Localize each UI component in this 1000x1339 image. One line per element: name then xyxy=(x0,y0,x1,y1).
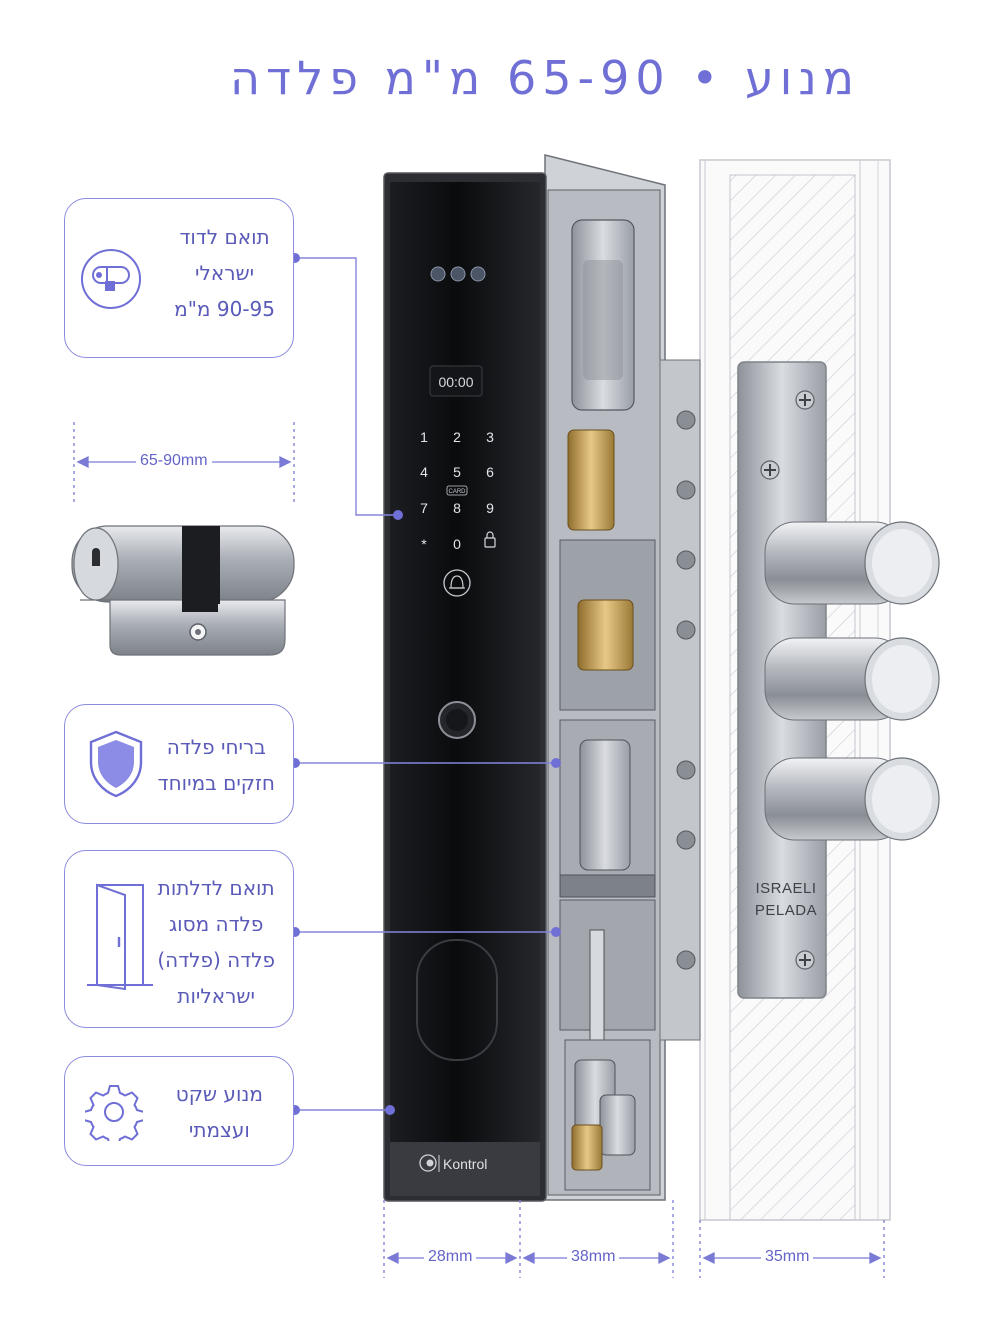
lock-key-icon[interactable] xyxy=(484,531,496,548)
dimension-strike-plate: 35mm xyxy=(761,1248,814,1266)
shield-icon xyxy=(89,730,143,798)
face-recognition-window xyxy=(416,939,498,1061)
bolt-top xyxy=(764,521,940,605)
lock-mechanism xyxy=(544,154,701,1201)
page-title: מנוע • 65-90 מ"מ פלדה xyxy=(230,51,860,105)
doorbell-icon[interactable] xyxy=(443,569,471,597)
feature-card-cylinder: תואם לדוד ישראלי 90-95 מ"מ xyxy=(64,198,294,358)
key-8[interactable]: 8 xyxy=(453,500,461,516)
card-line: תואם לדוד xyxy=(179,225,270,249)
key-6[interactable]: 6 xyxy=(486,464,494,480)
card-line: תואם לדלתות xyxy=(157,876,275,900)
key-3[interactable]: 3 xyxy=(486,429,494,445)
card-line: חזקים במיוחד xyxy=(157,771,275,795)
dimension-lock-front: 28mm xyxy=(424,1248,477,1266)
card-line: פלדה (פלדה) xyxy=(157,948,275,972)
card-line: ישראליות xyxy=(177,984,256,1008)
bolt-middle xyxy=(764,637,940,721)
key-star[interactable]: * xyxy=(421,536,427,552)
fingerprint-sensor[interactable] xyxy=(438,701,476,739)
card-line: מנוע שקט xyxy=(175,1082,263,1106)
lock-display-time: 00:00 xyxy=(438,374,473,390)
brand-name: Kontrol xyxy=(443,1156,487,1172)
dimension-lock-body: 38mm xyxy=(567,1248,620,1266)
key-2[interactable]: 2 xyxy=(453,429,461,445)
card-line: ישראלי xyxy=(195,261,255,285)
card-line: פלדה מסוג xyxy=(168,912,264,936)
feature-card-cylinder-text: תואם לדוד ישראלי 90-95 מ"מ xyxy=(174,219,275,327)
plate-text-line2: PELADA xyxy=(755,902,817,919)
card-line: בריחי פלדה xyxy=(166,735,266,759)
gear-icon xyxy=(85,1085,143,1141)
key-4[interactable]: 4 xyxy=(420,464,428,480)
card-label: CARD xyxy=(448,489,466,495)
steel-bolts xyxy=(764,521,940,841)
dimension-cylinder-length: 65-90mm xyxy=(136,452,212,470)
feature-card-motor: מנוע שקט ועצמתי xyxy=(64,1056,294,1166)
key-9[interactable]: 9 xyxy=(486,500,494,516)
lock-face: 00:00 1 2 3 4 5 6 7 8 9 * 0 CARD xyxy=(383,172,547,1202)
kontrol-logo-icon xyxy=(419,1154,437,1172)
lock-keypad: 1 2 3 4 5 6 7 8 9 * 0 xyxy=(420,429,494,552)
cylinder-lock-icon xyxy=(81,249,141,309)
plate-text-line1: ISRAELI xyxy=(755,880,816,897)
euro-cylinder xyxy=(71,525,295,656)
card-line: 90-95 מ"מ xyxy=(174,297,275,321)
feature-card-security: בריחי פלדה חזקים במיוחד xyxy=(64,704,294,824)
key-5[interactable]: 5 xyxy=(453,464,461,480)
card-line: ועצמתי xyxy=(188,1118,250,1142)
feature-card-motor-text: מנוע שקט ועצמתי xyxy=(176,1076,263,1148)
key-1[interactable]: 1 xyxy=(420,429,428,445)
door-icon xyxy=(87,883,153,991)
callout-lines xyxy=(295,257,556,1111)
bolt-bottom xyxy=(764,757,940,841)
feature-card-door-text: תואם לדלתות פלדה מסוג פלדה (פלדה) ישראלי… xyxy=(157,870,275,1014)
feature-card-door: תואם לדלתות פלדה מסוג פלדה (פלדה) ישראלי… xyxy=(64,850,294,1028)
key-7[interactable]: 7 xyxy=(420,500,428,516)
feature-card-security-text: בריחי פלדה חזקים במיוחד xyxy=(158,729,275,801)
key-0[interactable]: 0 xyxy=(453,536,461,552)
